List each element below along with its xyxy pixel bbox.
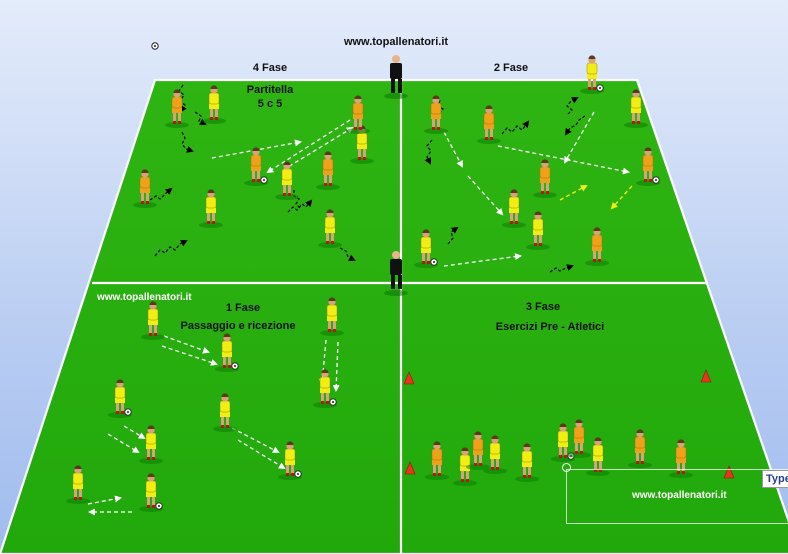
player-orange [346,95,370,134]
player-yellow [215,333,239,372]
player-yellow [414,229,438,268]
cones [403,369,735,479]
player-yellow [551,423,575,462]
players [66,55,693,512]
watermark-right: www.topallenatori.it [632,490,727,501]
pass-lines [87,111,630,516]
watermark-left: www.topallenatori.it [97,292,192,303]
yellow-pass-lines [559,185,633,210]
cone [403,371,415,385]
player-yellow [199,189,223,228]
player-orange [628,429,652,468]
referee-top [384,55,408,99]
player-orange [316,151,340,190]
player-yellow [318,209,342,248]
site-url: www.topallenatori.it [343,36,449,48]
player-yellow [483,435,507,474]
phase-1-title: Passaggio e ricezione [180,320,296,332]
player-yellow [213,393,237,432]
player-yellow [108,379,132,418]
phase-4-title: Partitella 5 c 5 [247,83,293,111]
pitch [0,80,788,554]
player-yellow [580,55,604,94]
phase-3-title: Esercizi Pre - Atletici [495,321,605,333]
player-yellow [515,443,539,482]
cone [700,369,712,383]
player-yellow [586,437,610,476]
player-yellow [139,473,163,512]
player-orange [669,439,693,478]
cone [404,461,416,475]
player-orange [425,441,449,480]
player-orange [636,147,660,186]
player-yellow [453,447,477,486]
player-orange [244,147,268,186]
player-yellow [278,441,302,480]
player-orange [165,89,189,128]
player-orange [424,95,448,134]
player-yellow [275,161,299,200]
player-yellow [313,369,337,408]
player-yellow [66,465,90,504]
player-orange [133,169,157,208]
player-yellow [202,85,226,124]
phase-4-title-line2: 5 c 5 [257,98,283,110]
player-yellow [141,301,165,340]
phase-1-label: 1 Fase [225,302,261,314]
player-yellow [526,211,550,250]
cone [723,465,735,479]
player-yellow [624,89,648,128]
player-orange [466,431,490,470]
phase-4-title-line1: Partitella [246,84,294,96]
referee-center [384,251,408,296]
phase-4-label: 4 Fase [252,62,288,74]
selection-handle[interactable] [562,463,571,472]
player-orange [477,105,501,144]
player-orange [585,227,609,266]
phase-2-label: 2 Fase [493,62,529,74]
player-yellow [139,425,163,464]
ball [151,42,159,50]
type-tool-label[interactable]: Type [762,470,788,488]
phase-3-label: 3 Fase [525,301,561,313]
player-yellow [502,189,526,228]
player-orange [567,419,591,458]
player-yellow [320,297,344,336]
selection-box[interactable] [566,469,788,524]
player-orange [533,159,557,198]
